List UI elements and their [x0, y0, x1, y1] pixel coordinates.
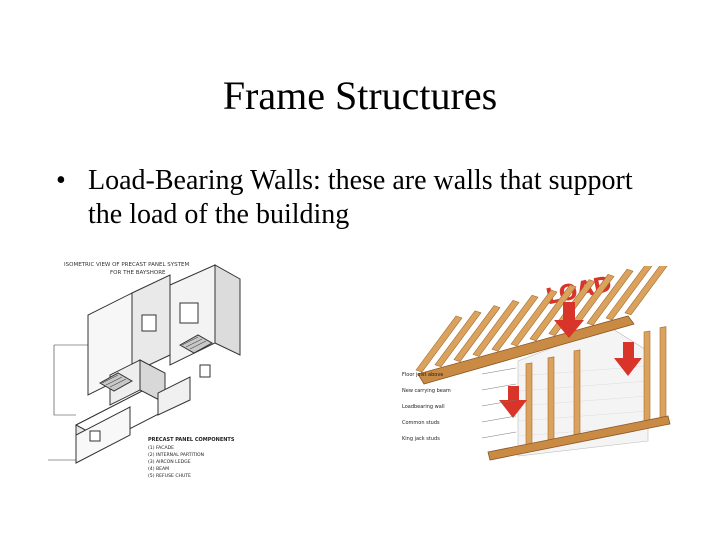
callout-floor-joist: Floor joist above: [402, 372, 443, 378]
floor-joist: [529, 284, 577, 342]
floor-joist: [605, 266, 653, 321]
bullet-text: Load-Bearing Walls: these are walls that…: [88, 165, 633, 230]
floor-joist: [510, 289, 558, 347]
wall-stud: [643, 330, 651, 426]
figure-heading-2: FOR THE BAYSHORE: [110, 270, 166, 276]
wall-stud: [547, 356, 555, 445]
wall-stud: [525, 362, 533, 449]
wall-stud: [659, 326, 667, 422]
load-bearing-wall-figure: LOAD Floor joist above New carrying beam…: [398, 266, 693, 466]
callout-carrying-beam: New carrying beam: [402, 388, 451, 394]
legend-title: PRECAST PANEL COMPONENTS: [148, 437, 235, 443]
floor-joist: [415, 315, 463, 373]
wall-stud: [573, 349, 581, 440]
bullet-symbol: •: [56, 165, 66, 196]
callout-leaders: [481, 367, 517, 439]
callout-king-jack-studs: King jack studs: [402, 436, 440, 442]
legend-item-4: (4) BEAM: [148, 466, 169, 472]
floor-joist: [472, 300, 520, 357]
bottom-plate: [487, 415, 671, 461]
isometric-building-drawing: [74, 264, 241, 464]
legend-item-1: (1) FACADE: [148, 445, 174, 451]
floor-joist: [586, 268, 634, 326]
legend-item-5: (5) REFUSE CHUTE: [148, 473, 191, 479]
carrying-beam: [417, 315, 635, 385]
callout-loadbearing-wall: Loadbearing wall: [402, 404, 445, 410]
leader-lines: [48, 344, 88, 461]
legend-item-3: (3) AIRCON LEDGE: [148, 459, 191, 465]
slide-title: Frame Structures: [222, 73, 498, 118]
floor-joist: [624, 266, 668, 316]
figure-heading-1: ISOMETRIC VIEW OF PRECAST PANEL SYSTEM: [64, 262, 189, 268]
wall-studs: [525, 326, 667, 449]
floor-joist: [434, 310, 482, 368]
floor-joist: [453, 305, 501, 362]
hatch-lines: [101, 336, 207, 388]
floor-joist: [491, 294, 539, 352]
callout-common-studs: Common studs: [402, 420, 440, 426]
legend-item-2: (2) INTERNAL PARTITION: [148, 452, 204, 458]
bullet-item: • Load-Bearing Walls: these are walls th…: [56, 164, 656, 232]
precast-panel-isometric-figure: ISOMETRIC VIEW OF PRECAST PANEL SYSTEM F…: [40, 255, 262, 487]
load-arrows: [499, 302, 642, 418]
